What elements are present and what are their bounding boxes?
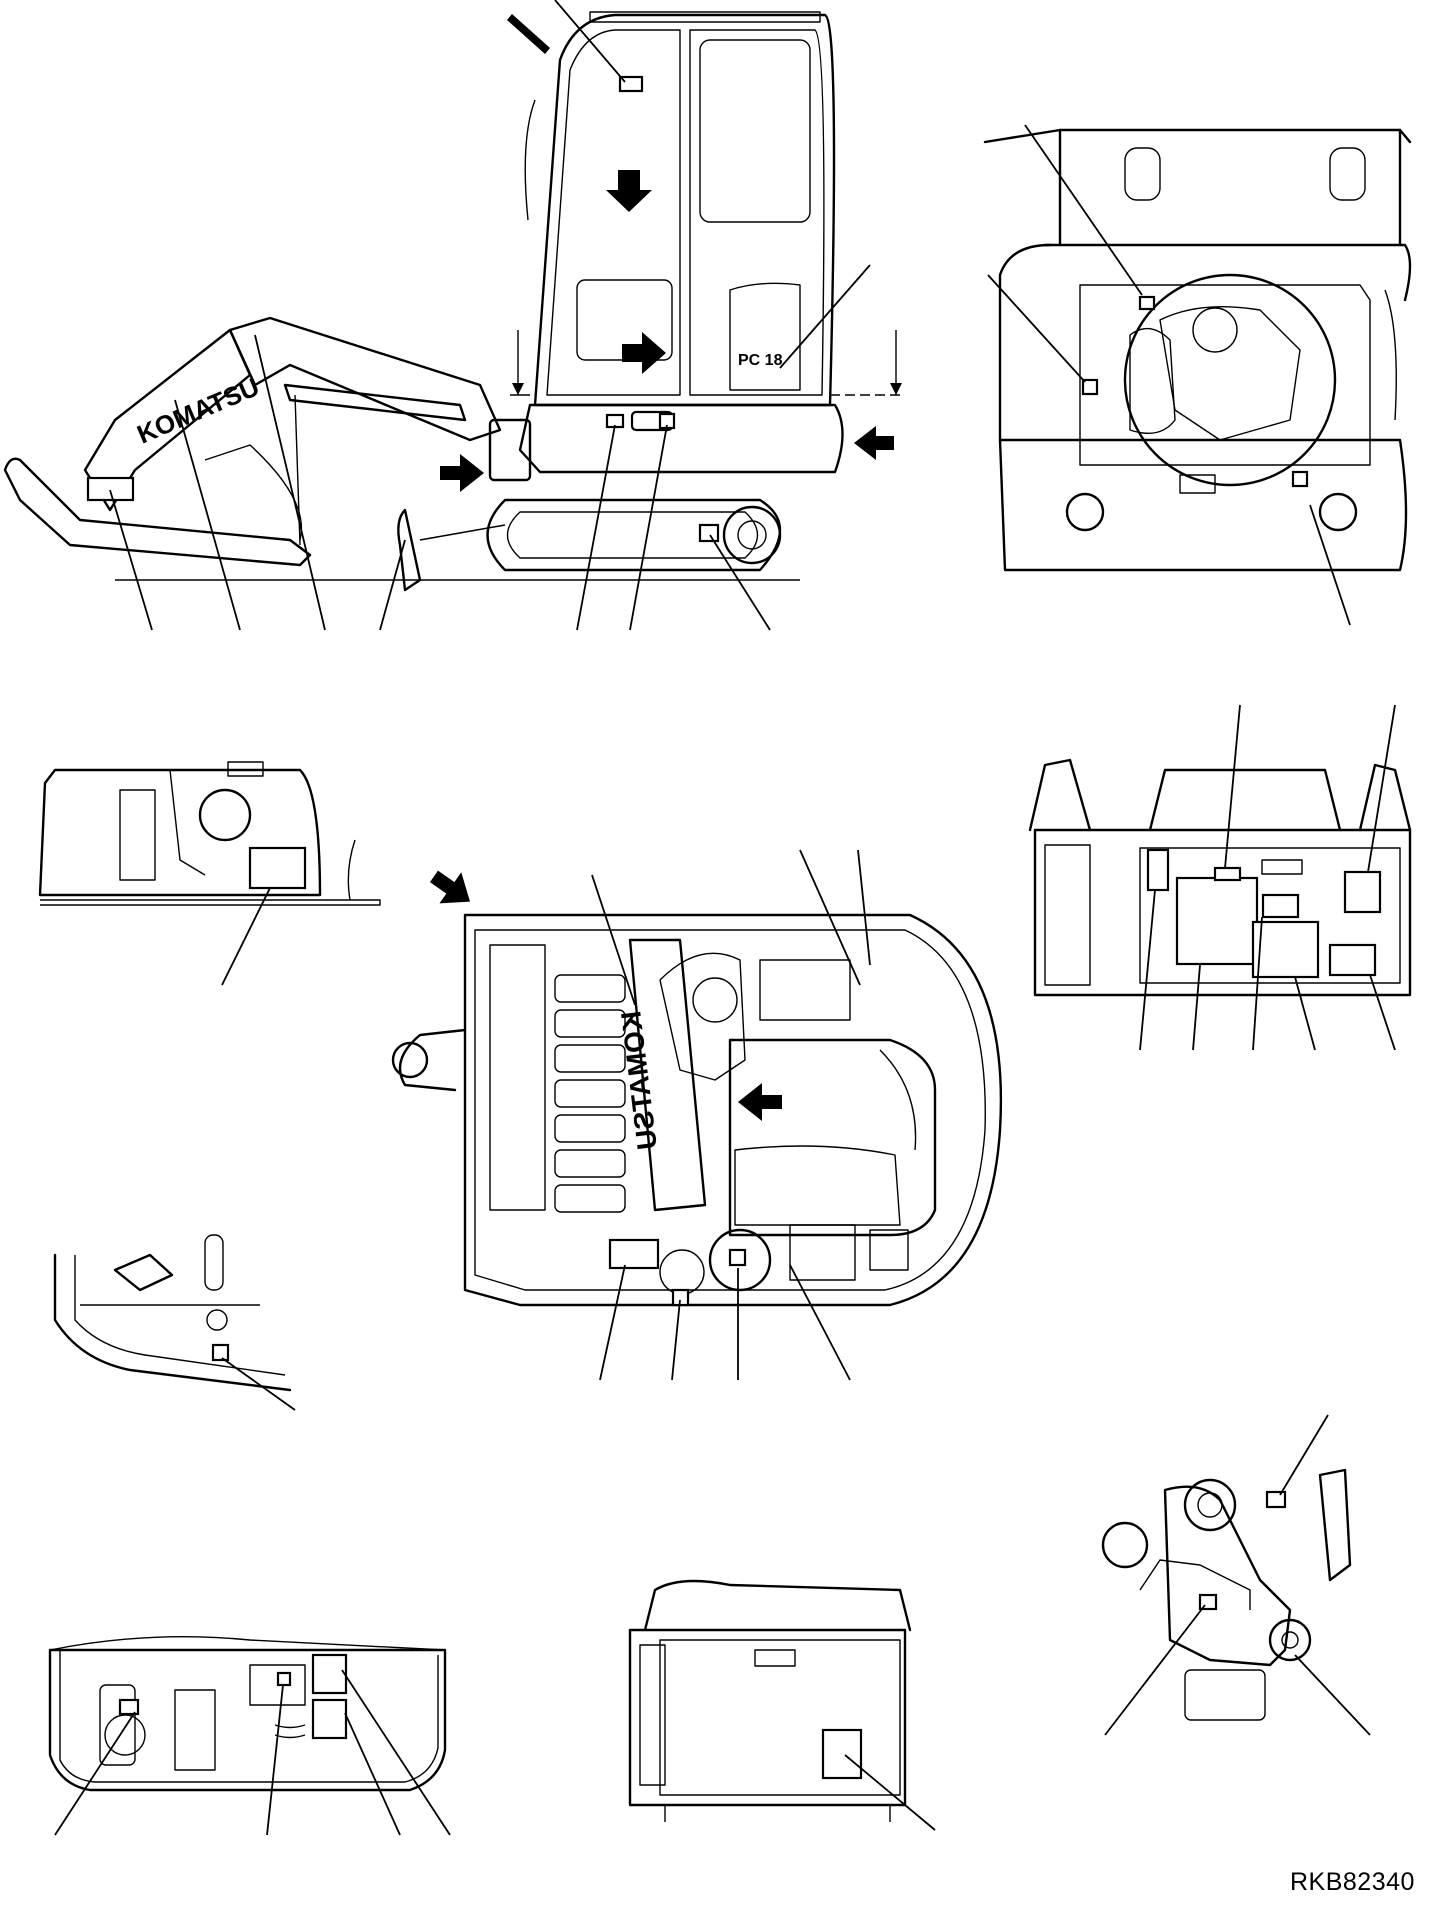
arrow-right-icon [440, 454, 484, 492]
view-lower-center-panel [628, 1579, 936, 1831]
arrow-left-icon [854, 426, 894, 460]
cab-label-marker [618, 75, 644, 93]
view-right-panel [1028, 704, 1412, 1051]
model-plate-text: PC 18 [738, 352, 783, 369]
view-top-upper: KOMATSU [391, 849, 1003, 1381]
view-rear-engine-open [983, 124, 1412, 626]
drawing-code: RKB82340 [1290, 1868, 1415, 1896]
view-floor-detail [53, 1234, 296, 1411]
boom-brand-text: KOMATSU [133, 371, 264, 449]
arrow-down-icon [606, 170, 652, 212]
view-side-machine: PC 18 KOMATSU [3, 0, 905, 631]
view-left-detail [38, 761, 381, 986]
arrow-diagonal-icon [429, 870, 471, 904]
arrow-left-icon [738, 1083, 782, 1121]
view-engine-detail [1101, 1414, 1371, 1736]
view-lower-left-panel [48, 1635, 451, 1836]
arrow-right-icon [622, 332, 666, 374]
